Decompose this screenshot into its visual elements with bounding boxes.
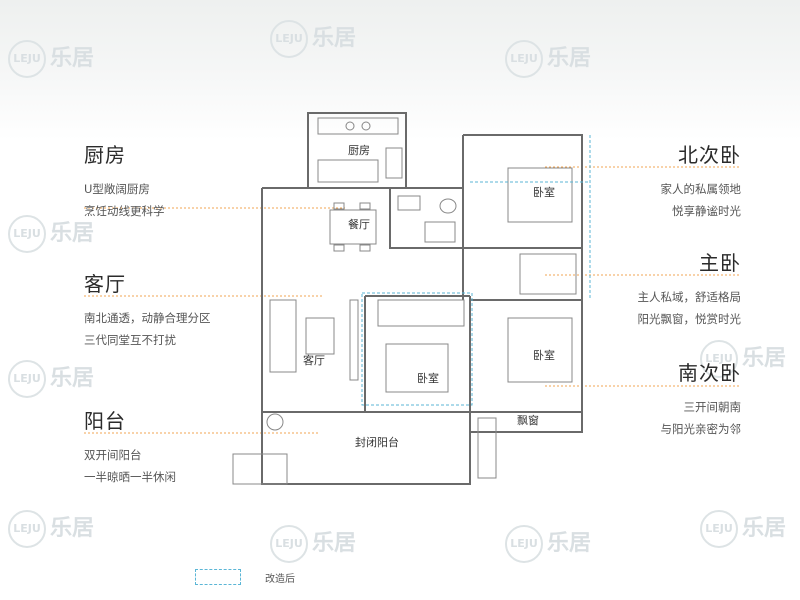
washer-icon xyxy=(232,453,288,485)
feature-title: 主卧 xyxy=(699,251,741,275)
renovation-legend-swatch xyxy=(195,569,241,585)
room-living: 客厅 xyxy=(303,353,325,367)
leader-lines xyxy=(84,166,741,434)
coffee-table-icon xyxy=(305,317,335,355)
leju-logo: LEJU xyxy=(8,510,46,548)
room-balcony: 封闭阳台 xyxy=(355,435,399,449)
feature-living: 客厅 南北通透，动静合理分区 三代同堂互不打扰 xyxy=(84,268,211,351)
stove-counter xyxy=(317,117,399,135)
leju-logo: LEJU xyxy=(8,215,46,253)
feature-line: 一半晾晒一半休闲 xyxy=(84,470,176,484)
balcony-fixtures xyxy=(232,413,497,485)
leju-logo: LEJU xyxy=(270,525,308,563)
room-bedroom-master: 卧室 xyxy=(533,348,555,362)
feature-balcony: 阳台 双开间阳台 一半晾晒一半休闲 xyxy=(84,405,176,488)
leju-logo: LEJU xyxy=(8,360,46,398)
living-furniture xyxy=(269,299,359,381)
feature-kitchen: 厨房 U型敞阔厨房 烹饪动线更科学 xyxy=(84,139,165,222)
shower-icon xyxy=(424,221,456,243)
feature-line: 悦享静谧时光 xyxy=(672,204,741,218)
chair-icon xyxy=(333,244,345,252)
bed-icon xyxy=(507,317,573,383)
feature-title: 南次卧 xyxy=(678,361,741,385)
counter xyxy=(317,159,379,183)
background-wash xyxy=(0,0,800,140)
leju-logo: LEJU xyxy=(270,20,308,58)
wardrobe-icon xyxy=(519,253,577,295)
legend-label: 改造后 xyxy=(265,573,295,585)
room-bedroom-north: 卧室 xyxy=(533,185,555,199)
legend: 改造后 xyxy=(195,569,295,585)
feature-line: 主人私域，舒适格局 xyxy=(637,290,742,304)
feature-title: 厨房 xyxy=(84,143,126,167)
feature-master-bedroom: 主卧 主人私域，舒适格局 阳光飘窗，悦赏时光 xyxy=(638,247,742,330)
room-kitchen: 厨房 xyxy=(348,144,370,157)
cabinet-icon xyxy=(477,417,497,479)
leju-logo: LEJU xyxy=(505,40,543,78)
dining-table xyxy=(329,202,377,252)
leju-logo: LEJU xyxy=(700,340,738,378)
wardrobe-icon xyxy=(377,299,465,327)
feature-title: 阳台 xyxy=(84,409,126,433)
leju-logo: LEJU xyxy=(8,40,46,78)
kitchen-fixtures xyxy=(317,117,403,183)
leju-logo: LEJU xyxy=(700,510,738,548)
bedroom-furniture xyxy=(377,167,577,393)
feature-title: 北次卧 xyxy=(678,143,741,167)
kitchen-walls xyxy=(307,112,407,189)
bathroom-walls xyxy=(389,187,464,249)
feature-line: 南北通透，动静合理分区 xyxy=(84,311,211,325)
feature-line: 阳光飘窗，悦赏时光 xyxy=(637,312,742,326)
feature-line: 双开间阳台 xyxy=(84,448,142,462)
room-bedroom-small: 卧室 xyxy=(417,371,439,385)
renovation-outline xyxy=(361,135,591,406)
wall xyxy=(463,134,583,402)
room-dining: 餐厅 xyxy=(348,217,370,231)
feature-north-bedroom: 北次卧 家人的私属领地 悦享静谧时光 xyxy=(661,139,742,222)
drain-icon xyxy=(266,413,284,431)
chair-icon xyxy=(359,202,371,210)
bed-icon xyxy=(385,343,449,393)
feature-line: 烹饪动线更科学 xyxy=(84,204,165,218)
feature-line: 三代同堂互不打扰 xyxy=(84,333,176,347)
fridge xyxy=(385,147,403,179)
bathroom-fixtures xyxy=(397,195,457,243)
wall xyxy=(261,402,583,413)
feature-line: 三开间朝南 xyxy=(683,400,742,414)
feature-line: U型敞阔厨房 xyxy=(84,182,150,196)
sofa-icon xyxy=(269,299,297,373)
feature-line: 与阳光亲密为邻 xyxy=(660,422,742,436)
feature-south-bedroom: 南次卧 三开间朝南 与阳光亲密为邻 xyxy=(661,357,742,440)
feature-line: 家人的私属领地 xyxy=(660,182,742,196)
wall xyxy=(406,135,464,189)
tv-cabinet-icon xyxy=(349,299,359,381)
table-icon xyxy=(329,209,377,245)
chair-icon xyxy=(359,244,371,252)
sink-icon xyxy=(397,195,421,211)
renovation-line xyxy=(361,292,473,406)
bed-icon xyxy=(507,167,573,223)
room-bay-window: 飘窗 xyxy=(517,413,539,427)
walls xyxy=(261,112,583,485)
burner-icon xyxy=(345,121,355,131)
toilet-icon xyxy=(439,198,457,214)
chair-icon xyxy=(333,202,345,210)
burner-icon xyxy=(361,121,371,131)
leju-logo: LEJU xyxy=(505,525,543,563)
feature-title: 客厅 xyxy=(84,272,126,296)
